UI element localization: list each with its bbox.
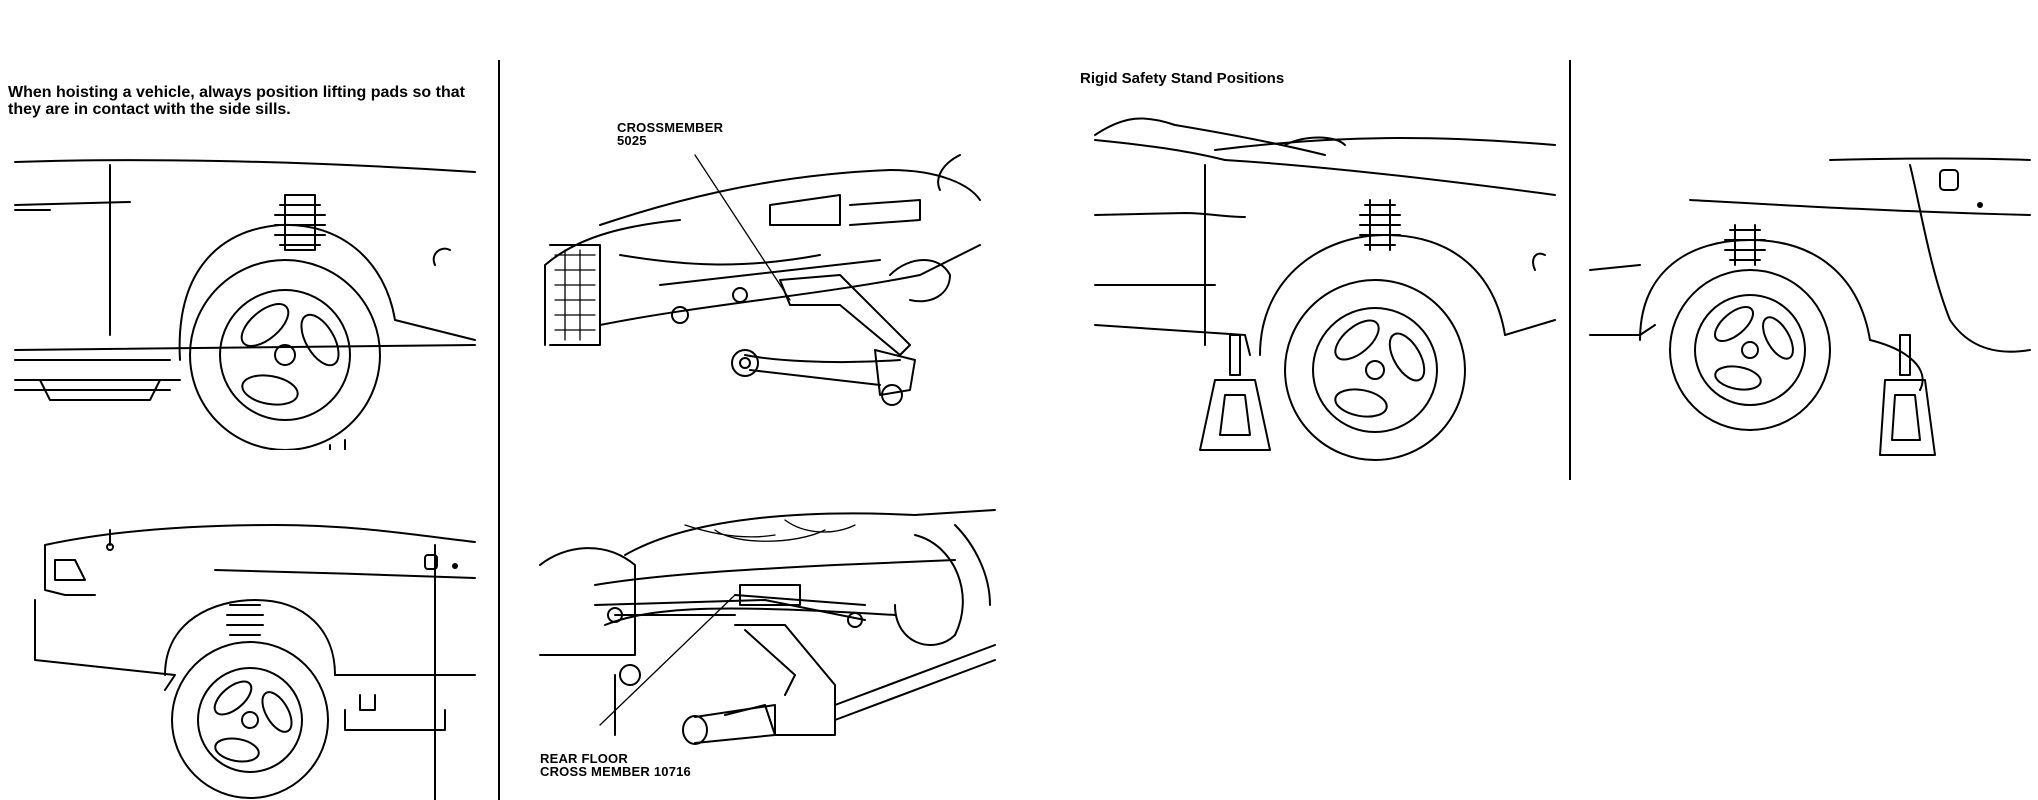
front-crossmember-jack-illustration xyxy=(540,145,1000,415)
rear-floor-label-line2: CROSS MEMBER 10716 xyxy=(540,764,691,779)
safety-stand-title: Rigid Safety Stand Positions xyxy=(1080,70,1285,87)
crossmember-label: CROSSMEMBER 5025 xyxy=(617,121,723,147)
rear-safety-stand-illustration xyxy=(1580,150,2035,480)
rear-lift-pad-illustration xyxy=(15,500,485,800)
rear-crossmember-jack-illustration xyxy=(535,505,1005,755)
rear-floor-label: REAR FLOOR CROSS MEMBER 10716 xyxy=(540,752,691,778)
hoist-caption: When hoisting a vehicle, always position… xyxy=(8,84,465,118)
divider-right xyxy=(1569,60,1571,480)
crossmember-label-line1: CROSSMEMBER xyxy=(617,120,724,135)
crossmember-label-line2: 5025 xyxy=(617,133,647,148)
front-lift-pad-illustration xyxy=(10,150,480,450)
rear-floor-label-line1: REAR FLOOR xyxy=(540,751,628,766)
front-safety-stand-illustration xyxy=(1085,105,1565,465)
divider-left xyxy=(498,60,500,800)
